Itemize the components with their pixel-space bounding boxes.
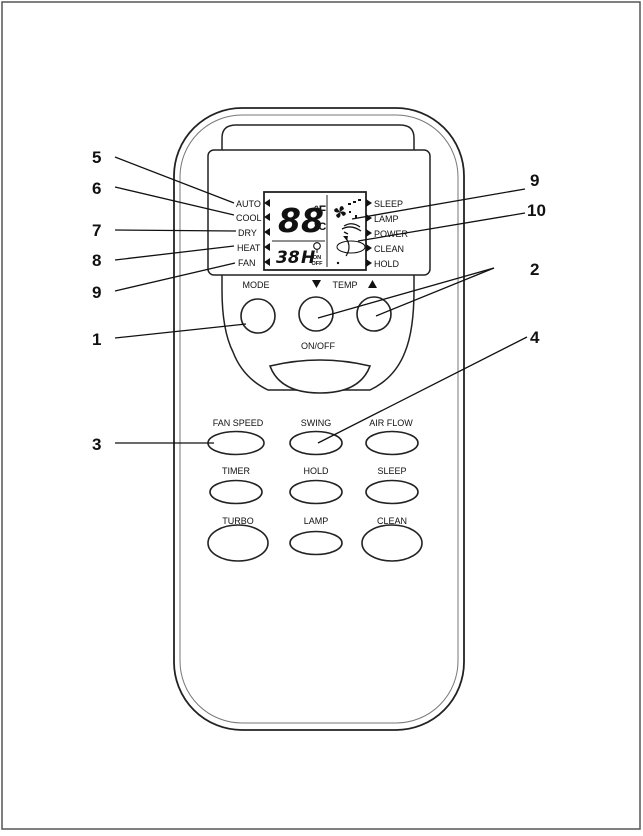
mode-label-fan: FAN <box>238 258 256 268</box>
mode-label-dry: DRY <box>238 228 257 238</box>
mode-arrow-icon <box>264 199 270 207</box>
temperature-digits: 88 <box>278 201 324 240</box>
function-label-clean: CLEAN <box>374 244 404 254</box>
fan-speed-bars-icon <box>348 199 361 218</box>
remote-body-inner-edge <box>179 114 459 724</box>
function-arrow-icon <box>366 244 372 252</box>
leader-line <box>114 186 235 216</box>
timer-on-label: ON <box>313 255 321 261</box>
leader-line <box>114 156 235 204</box>
turbo-button-label: TURBO <box>222 516 254 526</box>
mode-arrow-icon <box>264 258 270 266</box>
leader-line <box>114 323 247 339</box>
temp-up-button[interactable] <box>356 296 392 332</box>
mode-arrow-icon <box>264 213 270 221</box>
swing-arc-arrow-icon <box>336 236 366 265</box>
lamp-button[interactable] <box>289 530 343 556</box>
mode-arrow-icon <box>264 243 270 251</box>
function-label-hold: HOLD <box>374 259 400 269</box>
temp-button-label: TEMP <box>332 280 357 290</box>
leader-line <box>114 245 235 261</box>
timer-digits: 38 <box>276 248 300 268</box>
clean-button-label: CLEAN <box>377 516 407 526</box>
fan-icon <box>334 206 346 218</box>
mode-label-cool: COOL <box>236 213 262 223</box>
temp-down-button[interactable] <box>298 296 334 332</box>
swing-louver-icon <box>341 223 362 235</box>
fan-speed-button[interactable] <box>207 430 265 456</box>
fan-speed-button-label: FAN SPEED <box>213 418 264 428</box>
on-off-button[interactable] <box>268 359 372 394</box>
function-label-lamp: LAMP <box>374 214 399 224</box>
callout-number: 5 <box>92 148 101 167</box>
function-arrow-icon <box>366 199 372 207</box>
lamp-button-label: LAMP <box>304 516 329 526</box>
temp-up-arrow-icon <box>368 280 377 288</box>
callout-number: 1 <box>92 330 101 349</box>
mode-button-label: MODE <box>243 280 270 290</box>
turbo-button[interactable] <box>207 524 269 562</box>
sleep-button[interactable] <box>365 479 419 505</box>
callout-number: 3 <box>92 435 101 454</box>
unit-celsius: °C <box>314 221 326 233</box>
callout-number: 4 <box>530 328 540 347</box>
function-arrow-icon <box>366 229 372 237</box>
swing-button-label: SWING <box>301 418 332 428</box>
callout-number: 8 <box>92 251 101 270</box>
leader-line <box>351 188 526 220</box>
callout-number: 2 <box>530 260 539 279</box>
function-label-power: POWER <box>374 229 409 239</box>
callout-number: 9 <box>530 171 539 190</box>
function-label-sleep: SLEEP <box>374 199 403 209</box>
timer-hour-symbol: H <box>301 248 315 268</box>
leader-line <box>375 267 495 317</box>
timer-clock-icon <box>313 242 321 253</box>
mode-arrow-icon <box>264 228 270 236</box>
leader-line <box>114 229 237 232</box>
clean-button[interactable] <box>361 524 423 562</box>
timer-button-label: TIMER <box>222 466 250 476</box>
hold-button[interactable] <box>289 479 343 505</box>
sleep-button-label: SLEEP <box>377 466 406 476</box>
timer-off-label: OFF <box>312 261 324 267</box>
callout-number: 10 <box>527 201 546 220</box>
unit-fahrenheit: °F <box>314 203 326 217</box>
on-off-button-label: ON/OFF <box>301 341 335 351</box>
mode-arrows <box>264 199 270 266</box>
leader-line <box>357 212 526 242</box>
callout-number: 7 <box>92 221 101 240</box>
mode-button[interactable] <box>240 298 276 334</box>
temp-down-arrow-icon <box>312 280 321 288</box>
leader-line <box>317 267 495 319</box>
timer-button[interactable] <box>209 479 263 505</box>
air-flow-button-label: AIR FLOW <box>369 418 413 428</box>
air-flow-button[interactable] <box>365 430 419 456</box>
leader-line <box>114 262 236 292</box>
callout-number: 6 <box>92 179 101 198</box>
hold-button-label: HOLD <box>303 466 329 476</box>
callout-number: 9 <box>92 283 101 302</box>
function-arrow-icon <box>366 259 372 267</box>
leader-lines <box>114 156 528 444</box>
mode-label-heat: HEAT <box>237 243 261 253</box>
mode-label-auto: AUTO <box>236 199 261 209</box>
leader-line <box>317 336 528 444</box>
